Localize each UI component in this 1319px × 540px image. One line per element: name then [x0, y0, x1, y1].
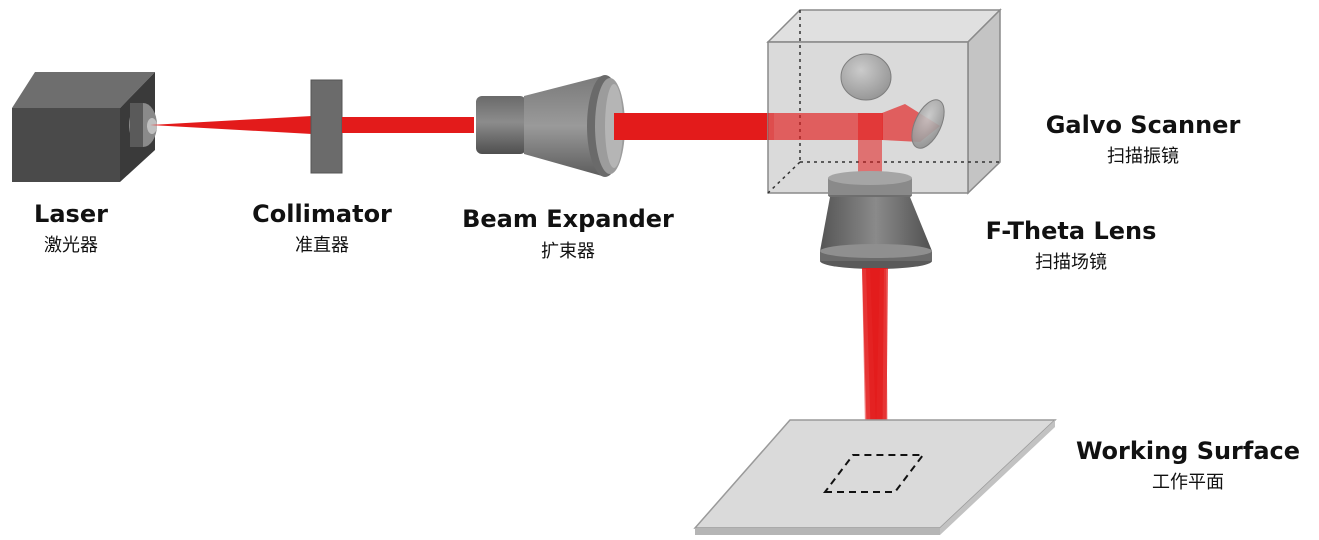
beam-diverging: [150, 116, 312, 134]
beam-expander-name: Beam Expander: [462, 205, 674, 233]
collimator-name-zh: 准直器: [295, 235, 349, 256]
laser-name-zh: 激光器: [44, 235, 98, 256]
collimator-name: Collimator: [252, 200, 392, 228]
label-working-surface: Working Surface 工作平面: [1076, 437, 1300, 493]
working-surface-plate: [693, 419, 1057, 535]
galvo-scanner-device: [766, 8, 1002, 195]
laser-name: Laser: [34, 200, 108, 228]
beam-expanded: [614, 113, 774, 140]
beam-expander-name-zh: 扩束器: [541, 241, 595, 262]
f-theta-lens-name: F-Theta Lens: [986, 217, 1157, 245]
galvo-scanner-name-zh: 扫描振镜: [1107, 146, 1179, 167]
label-laser: Laser 激光器: [34, 200, 108, 256]
f-theta-lens-device: [820, 171, 932, 269]
working-surface-name: Working Surface: [1076, 437, 1300, 465]
collimator-plate: [310, 79, 343, 174]
laser-device: [12, 72, 157, 182]
label-beam-expander: Beam Expander 扩束器: [462, 205, 674, 262]
beam-collimated: [342, 117, 474, 133]
label-f-theta-lens: F-Theta Lens 扫描场镜: [986, 217, 1157, 273]
label-galvo-scanner: Galvo Scanner 扫描振镜: [1046, 111, 1241, 167]
galvo-scanner-name: Galvo Scanner: [1046, 111, 1241, 139]
working-surface-name-zh: 工作平面: [1152, 472, 1224, 493]
label-collimator: Collimator 准直器: [252, 200, 392, 256]
beam-expander-device: [476, 75, 625, 177]
f-theta-lens-name-zh: 扫描场镜: [1035, 252, 1107, 273]
